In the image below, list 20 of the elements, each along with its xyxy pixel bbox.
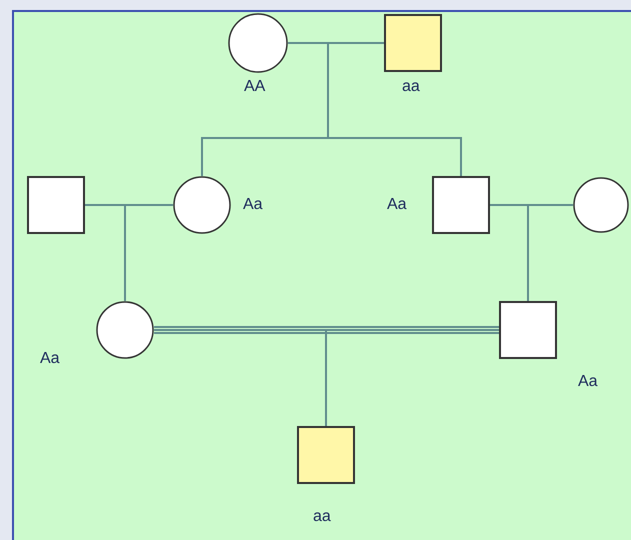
genotype-label: Aa xyxy=(243,196,263,214)
descent-line xyxy=(124,204,173,301)
descent-line xyxy=(527,204,573,301)
genotype-label: AA xyxy=(244,78,266,96)
male-square xyxy=(297,426,355,484)
female-circle xyxy=(173,176,231,234)
genotype-label: Aa xyxy=(578,373,598,391)
descent-line xyxy=(327,42,462,176)
female-circle xyxy=(96,301,154,359)
genotype-label: aa xyxy=(313,508,331,526)
female-circle xyxy=(228,13,288,73)
male-square xyxy=(499,301,557,359)
genotype-label: aa xyxy=(402,78,420,96)
male-square xyxy=(27,176,85,234)
male-square xyxy=(432,176,490,234)
genotype-label: Aa xyxy=(387,196,407,214)
genotype-label: Aa xyxy=(40,350,60,368)
male-square xyxy=(384,14,442,72)
consanguineous-mating-line xyxy=(153,326,500,334)
female-circle xyxy=(573,177,629,233)
